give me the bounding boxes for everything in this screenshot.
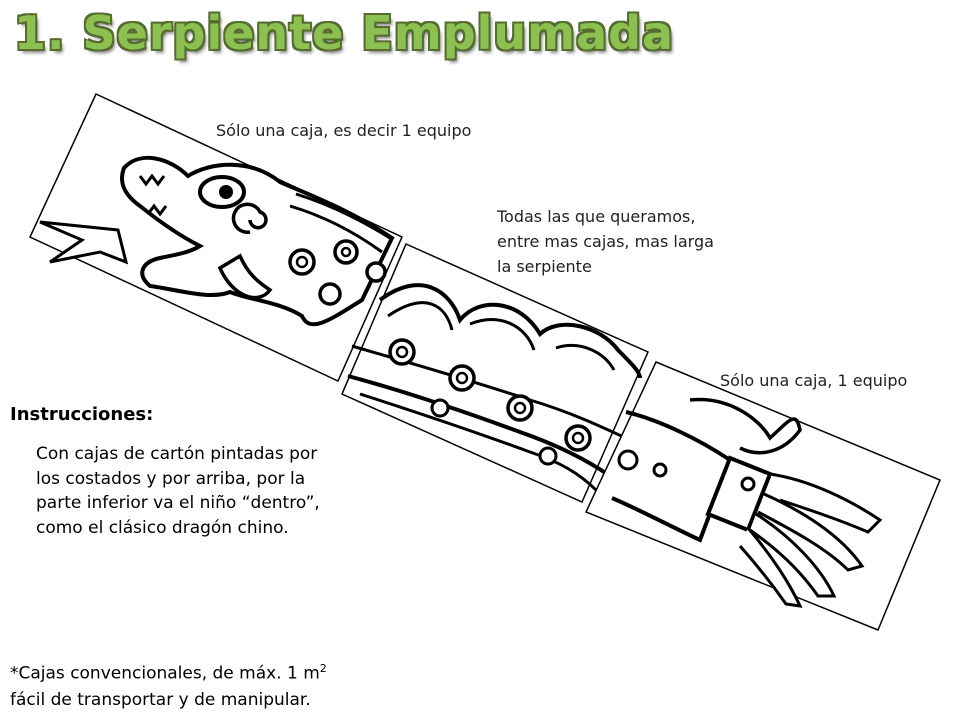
slide-title: 1. Serpiente Emplumada <box>14 6 675 60</box>
instructions-line: como el clásico dragón chino. <box>36 517 289 538</box>
instructions-line: parte inferior va el niño “dentro”, <box>36 493 320 513</box>
serpent-head-panel <box>29 93 403 383</box>
instructions-body: Con cajas de cartón pintadas por los cos… <box>36 442 366 540</box>
footnote-text: *Cajas convencionales, de máx. 1 m <box>10 663 320 684</box>
footnote-line-1: *Cajas convencionales, de máx. 1 m2 <box>10 656 327 687</box>
instructions-line: Con cajas de cartón pintadas por <box>36 444 318 464</box>
tail-box-label: Sólo una caja, 1 equipo <box>720 371 908 390</box>
footnote: *Cajas convencionales, de máx. 1 m2 fáci… <box>10 656 327 713</box>
instructions-heading: Instrucciones: <box>10 404 154 425</box>
footnote-superscript: 2 <box>319 662 327 675</box>
middle-label-line: Todas las que queramos, <box>497 207 696 226</box>
middle-label-line: la serpiente <box>497 257 592 276</box>
instructions-line: los costados y por arriba, por la <box>36 468 306 489</box>
head-box-label: Sólo una caja, es decir 1 equipo <box>216 121 472 140</box>
serpent-body-panel <box>341 243 649 503</box>
serpent-tail-panel <box>584 361 941 631</box>
middle-label-line: entre mas cajas, mas larga <box>497 232 714 251</box>
middle-boxes-label: Todas las que queramos, entre mas cajas,… <box>497 204 714 279</box>
footnote-line-2: fácil de transportar y de manipular. <box>10 689 311 710</box>
